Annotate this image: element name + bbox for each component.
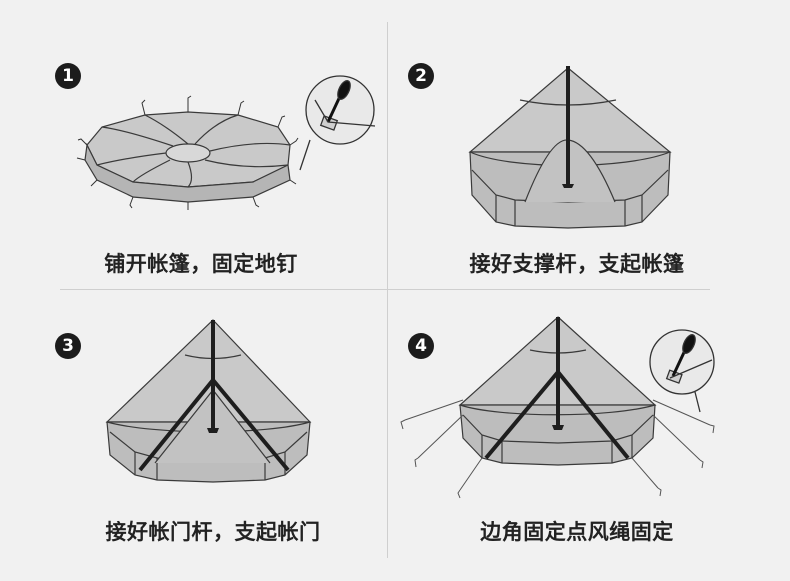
stake-detail-zoom	[299, 75, 376, 171]
horizontal-divider	[60, 289, 710, 290]
step-3-label: 接好帐门杆，支起帐门	[105, 520, 321, 544]
flat-tent-illustration	[76, 75, 376, 210]
step-2-label: 接好支撑杆，支起帐篷	[469, 252, 685, 276]
step-1-number: 1	[55, 63, 81, 89]
step-1-panel: 1 铺开帐篷，固定地钉	[45, 30, 376, 298]
guy-ropes-illustration	[400, 316, 715, 499]
step-2-number: 2	[408, 63, 434, 89]
step-3-panel: 3 接好帐门杆，支起帐门	[45, 300, 375, 568]
door-pole	[138, 376, 290, 472]
tent-stake-icon	[76, 95, 299, 210]
tent-stake-icon	[682, 334, 696, 354]
step-2-panel: 2 接好支撑杆，支起帐篷	[400, 30, 730, 298]
raised-tent-illustration	[468, 66, 672, 229]
tent-center	[165, 143, 211, 163]
tent-stake-icon	[337, 80, 351, 100]
step-3-number: 3	[55, 333, 81, 359]
step-4-number: 4	[408, 333, 434, 359]
door-poles-illustration	[105, 319, 312, 483]
step-4-label: 边角固定点风绳固定	[480, 520, 674, 544]
stake-detail-zoom	[649, 329, 715, 413]
step-1-label: 铺开帐篷，固定地钉	[104, 252, 298, 276]
vertical-divider	[387, 22, 388, 558]
step-4-panel: 4	[400, 300, 730, 568]
guy-rope-icon	[400, 399, 715, 499]
